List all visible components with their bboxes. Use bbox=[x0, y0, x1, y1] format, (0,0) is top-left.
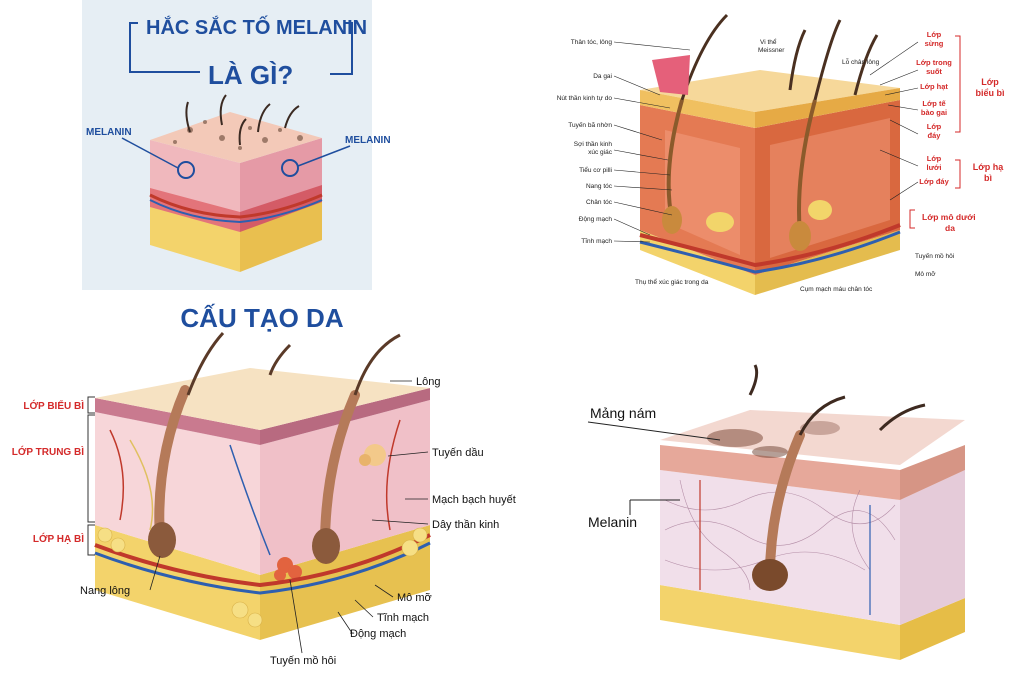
detailed-top-labels: Vi thể Meissner Lỗ chân lông bbox=[758, 38, 880, 66]
label-melanin-melasma: Melanin bbox=[588, 514, 637, 530]
label-group-bieu-bi-1: Lớp bbox=[981, 77, 999, 87]
label-lop-luoi-2: lưới bbox=[927, 163, 942, 172]
label-lop-trong-suot-1: Lớp trong bbox=[916, 58, 952, 67]
detailed-left-leaders bbox=[613, 41, 691, 243]
melasma-leaders bbox=[587, 421, 721, 515]
detailed-skin-block bbox=[639, 13, 901, 295]
title-bracket-left bbox=[129, 22, 200, 73]
label-tieu-co-pilli: Tiểu cơ pilli bbox=[579, 166, 612, 174]
melanin-marker-left bbox=[177, 161, 195, 179]
label-mo-mo-structure: Mô mỡ bbox=[397, 592, 432, 604]
label-lop-te-bao-gai-2: bào gai bbox=[921, 108, 947, 117]
melanin-label-right: MELANIN bbox=[345, 135, 391, 146]
label-vi-the: Vi thể bbox=[760, 38, 777, 46]
panel-melasma: Mảng nám Melanin bbox=[587, 364, 965, 660]
label-lop-ha-bi: LỚP HẠ BÌ bbox=[33, 532, 84, 545]
label-group-mo-duoi-da-2: da bbox=[945, 223, 955, 233]
label-group-ha-bi-1: Lớp hạ bbox=[973, 162, 1004, 172]
label-lop-hat: Lớp hạt bbox=[920, 82, 948, 91]
label-dong-mach-structure: Động mạch bbox=[350, 628, 406, 640]
detailed-right-leaders bbox=[869, 41, 919, 201]
label-group-bieu-bi-2: biểu bì bbox=[976, 88, 1005, 98]
structure-layer-brackets bbox=[87, 396, 95, 556]
label-tuyen-mo-hoi-structure: Tuyến mồ hôi bbox=[270, 655, 336, 667]
label-dong-mach: Động mạch bbox=[579, 216, 613, 223]
detailed-group-labels: Lớp biểu bì Lớp hạ bì bbox=[973, 77, 1005, 183]
label-mo-mo: Mô mỡ bbox=[915, 271, 936, 278]
panel-structure: CẤU TẠO DA bbox=[12, 303, 516, 667]
label-lop-luoi-1: Lớp bbox=[927, 154, 942, 163]
detailed-right-labels: Lớp sừng Lớp trong suốt Lớp hạt Lớp tế b… bbox=[916, 30, 952, 186]
label-cum-mach-mau: Cụm mạch máu chân tóc bbox=[800, 286, 873, 293]
label-tinh-mach-structure: Tĩnh mạch bbox=[377, 612, 429, 624]
label-long: Lông bbox=[416, 376, 440, 388]
label-mach-bach-huyet: Mạch bạch huyết bbox=[432, 494, 516, 506]
label-lop-trung-bi: LỚP TRUNG BÌ bbox=[12, 445, 84, 458]
label-thu-the-xuc-giac: Thụ thể xúc giác trong da bbox=[635, 278, 709, 286]
label-meissner: Meissner bbox=[758, 47, 785, 54]
detailed-brackets bbox=[909, 35, 961, 229]
label-lop-sung-2: sừng bbox=[925, 39, 944, 48]
label-lop-day-2: đáy bbox=[928, 131, 942, 140]
label-da-gai: Da gai bbox=[593, 73, 612, 80]
melasma-labels: Mảng nám Melanin bbox=[588, 405, 656, 530]
structure-layer-labels: LỚP BIỂU BÌ LỚP TRUNG BÌ LỚP HẠ BÌ bbox=[12, 399, 84, 545]
label-lop-trong-suot-2: suốt bbox=[926, 67, 942, 76]
label-group-mo-duoi-da-1: Lớp mô dưới bbox=[922, 212, 976, 222]
label-lop-day-ha-bi: Lớp đáy bbox=[919, 177, 949, 186]
melanin-label-left: MELANIN bbox=[86, 127, 132, 138]
melanin-leader-right bbox=[297, 145, 351, 167]
panel-detailed: Thân tóc, lông Da gai Nút thần kinh tự d… bbox=[557, 13, 1005, 295]
label-day-than-kinh: Dây thần kinh bbox=[432, 519, 499, 531]
label-lop-day-1: Lớp bbox=[927, 122, 942, 131]
melanin-marker-right bbox=[281, 159, 299, 177]
panel-melanin: HẮC SẮC TỐ MELANIN LÀ GÌ? bbox=[82, 0, 391, 290]
detailed-group-label-mo-duoi-da: Lớp mô dưới da bbox=[922, 212, 976, 233]
label-group-ha-bi-2: bì bbox=[984, 173, 992, 183]
label-tuyen-mo-hoi: Tuyến mồ hôi bbox=[915, 251, 954, 260]
label-lop-sung-1: Lớp bbox=[927, 30, 942, 39]
label-xuc-giac: xúc giác bbox=[588, 149, 613, 156]
title-bracket-right bbox=[330, 22, 353, 75]
label-tuyen-dau: Tuyến dầu bbox=[432, 447, 484, 459]
structure-labels: Lông Tuyến dầu Mạch bạch huyết Dây thần … bbox=[80, 376, 516, 667]
melanin-title-line1: HẮC SẮC TỐ MELANIN bbox=[146, 15, 367, 39]
structure-skin-block bbox=[94, 331, 431, 640]
melanin-title-line2: LÀ GÌ? bbox=[208, 60, 293, 90]
label-tinh-mach: Tĩnh mạch bbox=[581, 238, 612, 245]
detailed-left-labels: Thân tóc, lông Da gai Nút thần kinh tự d… bbox=[557, 39, 613, 245]
structure-title: CẤU TẠO DA bbox=[180, 303, 343, 333]
label-chan-toc: Chân tóc bbox=[586, 199, 613, 206]
label-nut-than-kinh: Nút thần kinh tự do bbox=[557, 93, 613, 102]
label-lop-te-bao-gai-1: Lớp tế bbox=[922, 99, 946, 108]
structure-leaders bbox=[149, 380, 429, 654]
label-soi-than-kinh: Sợi thần kinh bbox=[574, 139, 613, 148]
label-tuyen-ba-nhon: Tuyến bã nhờn bbox=[568, 120, 612, 129]
label-mang-nam: Mảng nám bbox=[590, 405, 656, 421]
melanin-leader-left bbox=[121, 137, 179, 169]
melasma-patch bbox=[707, 429, 763, 447]
label-nang-long: Nang lông bbox=[80, 585, 130, 597]
label-lo-chan-long: Lỗ chân lông bbox=[842, 57, 880, 66]
melasma-skin-block bbox=[660, 364, 965, 660]
label-nang-toc: Nang tóc bbox=[586, 183, 613, 190]
label-lop-bieu-bi: LỚP BIỂU BÌ bbox=[23, 399, 84, 412]
detailed-bottom-labels: Tuyến mồ hôi Mô mỡ Thụ thể xúc giác tron… bbox=[635, 251, 954, 293]
label-than-toc: Thân tóc, lông bbox=[571, 39, 613, 46]
melanin-skin-block bbox=[149, 94, 323, 272]
